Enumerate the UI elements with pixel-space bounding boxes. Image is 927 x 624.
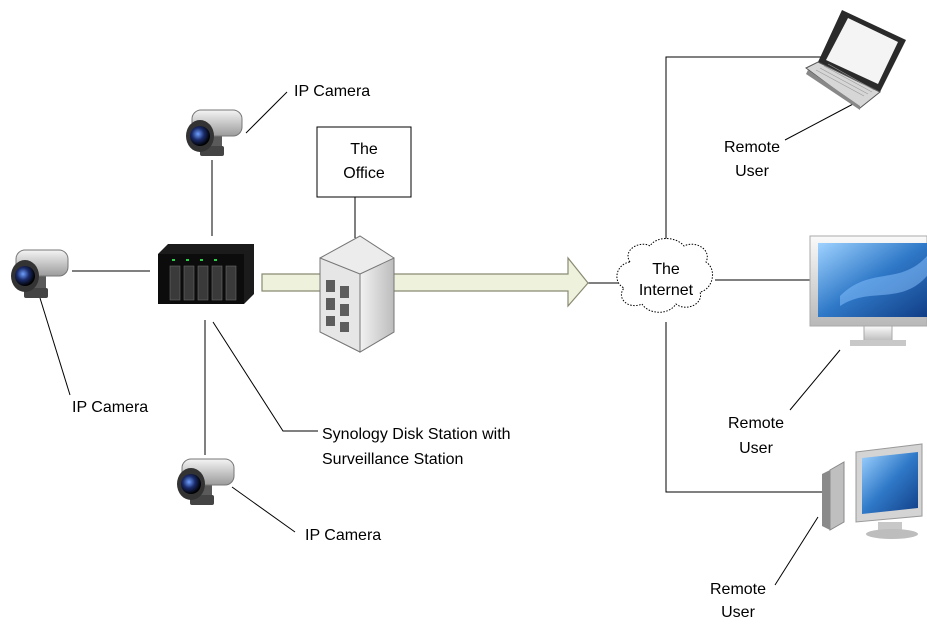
- leader-monitor: [789, 349, 841, 411]
- monitor-icon: [809, 235, 927, 346]
- camera-label-left: IP Camera: [72, 399, 149, 416]
- remote-laptop-label-line2: User: [735, 163, 769, 180]
- connector-lines: [39, 56, 856, 586]
- nas-label-line1: Synology Disk Station with: [322, 426, 511, 443]
- leader-pc: [774, 516, 819, 586]
- leader-cam-bottom: [231, 486, 296, 533]
- remote-pc-label-line1: Remote: [709, 581, 767, 598]
- ip-camera-icon: [177, 458, 235, 505]
- remote-monitor-label-line2: User: [739, 440, 773, 457]
- office-label-box: [316, 126, 412, 198]
- disk-station-icon: [158, 244, 254, 304]
- office-label-line1: The: [350, 141, 378, 158]
- leader-laptop: [784, 102, 856, 141]
- internet-label-line1: The: [652, 261, 680, 278]
- leader-cam-left: [39, 297, 71, 396]
- cloud-icon: [616, 238, 714, 313]
- line-internet-to-laptop: [665, 56, 838, 244]
- ip-camera-icon: [11, 249, 69, 298]
- data-flow-arrow: [261, 256, 589, 308]
- desktop-pc-icon: [822, 443, 923, 539]
- nas-label-line2: Surveillance Station: [322, 451, 464, 468]
- leader-cam-top: [245, 91, 288, 134]
- office-label-line2: Office: [343, 165, 385, 182]
- line-internet-to-pc: [665, 322, 830, 493]
- remote-pc-label-line2: User: [721, 604, 755, 621]
- camera-label-bottom: IP Camera: [305, 527, 382, 544]
- office-building-icon: [319, 235, 395, 353]
- camera-label-top: IP Camera: [294, 83, 371, 100]
- leader-nas: [212, 321, 318, 432]
- remote-laptop-label-line1: Remote: [723, 139, 781, 156]
- ip-camera-icon: [186, 109, 243, 156]
- laptop-icon: [805, 10, 906, 110]
- remote-monitor-label-line1: Remote: [727, 415, 785, 432]
- internet-label-line2: Internet: [638, 282, 694, 299]
